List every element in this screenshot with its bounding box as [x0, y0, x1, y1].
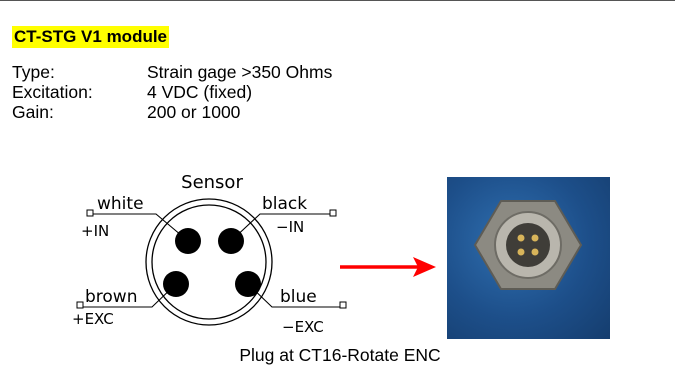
wire-color-blue: blue	[280, 287, 317, 307]
wire-color-black: black	[262, 194, 307, 214]
wire-color-white: white	[97, 194, 144, 214]
spec-label: Type:	[12, 62, 55, 82]
spec-row-excitation: Excitation: 4 VDC (fixed)	[12, 82, 252, 102]
connector-face	[145, 198, 273, 326]
spec-row-type: Type: Strain gage >350 Ohms	[12, 62, 332, 82]
connector-photo	[447, 177, 610, 339]
arrow-icon	[340, 257, 436, 277]
connector-pins	[163, 228, 261, 297]
spec-row-gain: Gain: 200 or 1000	[12, 102, 240, 122]
spec-value: 200 or 1000	[147, 102, 241, 122]
spec-value: Strain gage >350 Ohms	[147, 62, 333, 82]
spec-label: Excitation:	[12, 82, 93, 102]
terminal-marks	[76, 209, 347, 309]
signal-minus-in: −IN	[276, 218, 304, 236]
wire-leads	[82, 213, 342, 308]
signal-plus-in: +IN	[81, 222, 109, 240]
spec-label: Gain:	[12, 102, 54, 122]
spec-value: 4 VDC (fixed)	[147, 82, 253, 102]
connector-plug-icon	[473, 200, 583, 290]
top-rule	[0, 0, 675, 1]
wire-color-brown: brown	[85, 287, 138, 307]
module-title: CT-STG V1 module	[12, 26, 170, 48]
sensor-title: Sensor	[181, 172, 243, 193]
photo-caption: Plug at CT16-Rotate ENC	[239, 345, 441, 365]
signal-plus-exc: +EXC	[72, 310, 114, 328]
signal-minus-exc: −EXC	[282, 318, 324, 336]
wire-labels: white +IN black −IN brown +EXC blue −EXC	[72, 194, 324, 336]
